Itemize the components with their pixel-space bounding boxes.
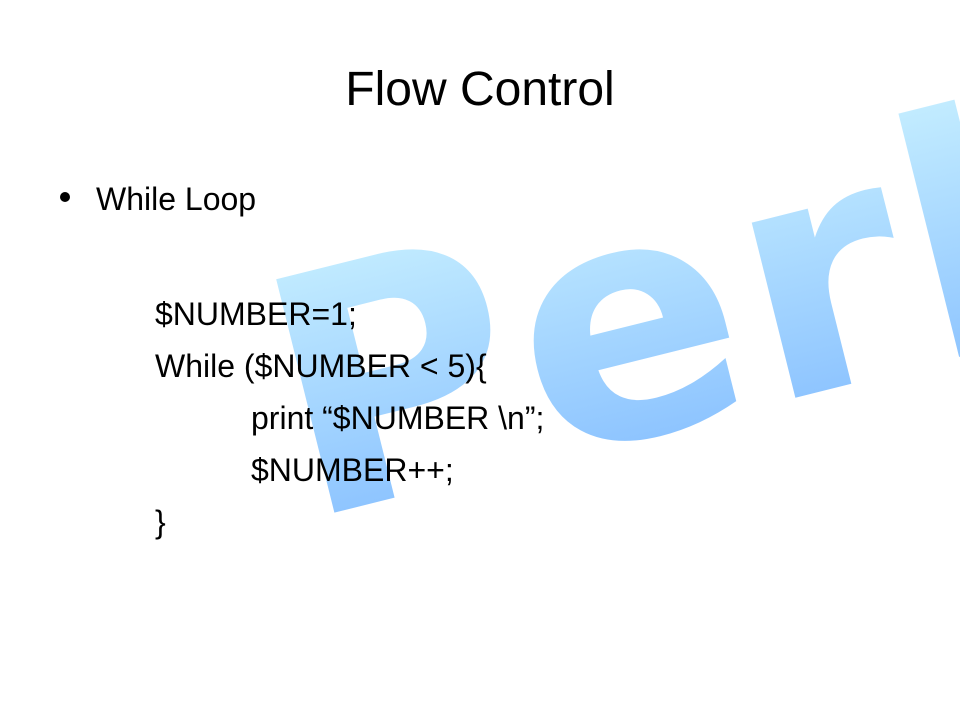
bullet-dot-icon	[60, 192, 70, 202]
code-line: $NUMBER=1;	[155, 296, 357, 332]
code-line: $NUMBER++;	[251, 452, 454, 488]
bullet-item: While Loop	[60, 177, 256, 221]
bullet-text: While Loop	[96, 181, 257, 217]
code-block: $NUMBER=1; While ($NUMBER < 5){ print “$…	[155, 288, 544, 548]
code-line: While ($NUMBER < 5){	[155, 348, 487, 384]
code-line: print “$NUMBER \n”;	[251, 400, 545, 436]
slide-title: Flow Control	[345, 63, 615, 116]
code-line: }	[155, 504, 166, 540]
